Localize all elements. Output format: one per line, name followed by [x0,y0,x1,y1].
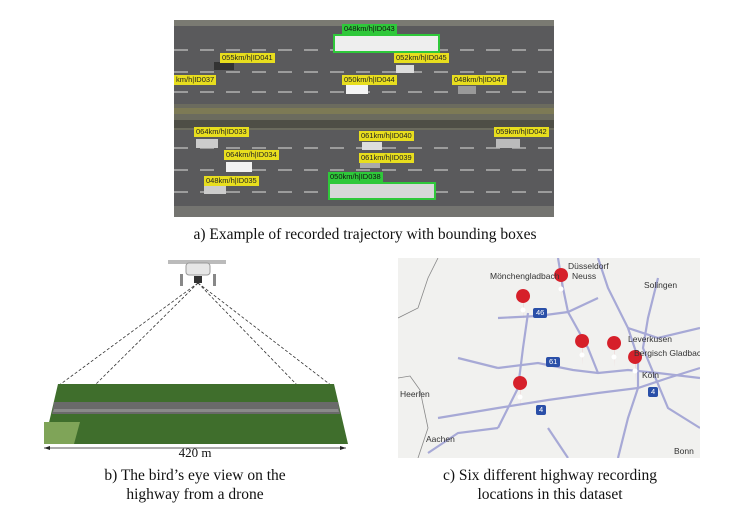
vehicle-label: 048km/h|ID043 [342,24,397,34]
caption-b-line2: highway from a drone [126,486,264,503]
map-roads [398,258,700,458]
map-label: Düsseldorf [568,261,609,271]
vehicle-label: 061km/h|ID040 [359,131,414,141]
highway-aerial-road [174,20,554,217]
vehicle-label: 050km/h|ID044 [342,75,397,85]
map-label: Leverkusen [628,334,672,344]
map-label: Mönchengladbach [490,271,560,281]
map-label: Solingen [644,280,678,290]
location-marker [513,268,643,408]
caption-a: a) Example of recorded trajectory with b… [193,226,537,243]
map-label: Bonn [674,446,694,456]
vehicle-label: 061km/h|ID039 [359,153,414,163]
highway-shield: 4 [536,405,547,415]
vehicle-label: 048km/h|ID035 [204,176,259,186]
recorded-trajectory-image: 048km/h|ID043 055km/h|ID041 052km/h|ID04… [174,20,554,217]
highway-shield: 46 [533,308,548,318]
vehicle-label: 050km/h|ID038 [328,172,383,182]
highway-shield: 4 [648,387,659,397]
vehicle-label: 055km/h|ID041 [220,53,275,63]
location-map: Düsseldorf Mönchengladbach Neuss Solinge… [398,258,700,458]
caption-c-line1: c) Six different highway recording [442,467,658,484]
map-label: Heerlen [400,389,430,399]
highway-shield: 61 [546,357,561,367]
vehicle-label: km/h|ID037 [174,75,217,85]
vehicle-label: 048km/h|ID047 [452,75,507,85]
vehicle-label: 059km/h|ID042 [494,127,549,137]
distance-label: 420 m [178,445,212,460]
vehicle-label: 064km/h|ID033 [194,127,249,137]
vehicle-label: 052km/h|ID045 [394,53,449,63]
vehicle-label: 064km/h|ID034 [224,150,279,160]
map-label: Aachen [426,434,455,444]
map-label: Köln [642,370,660,380]
map-label: Bergisch Gladbach [634,348,700,358]
drone-illustration [44,260,348,450]
caption-c-line2: locations in this dataset [477,486,623,503]
caption-b-line1: b) The bird’s eye view on the [104,467,286,484]
map-label: Neuss [572,271,597,281]
drone-icon [168,260,226,286]
drone-view-figure [40,258,350,450]
